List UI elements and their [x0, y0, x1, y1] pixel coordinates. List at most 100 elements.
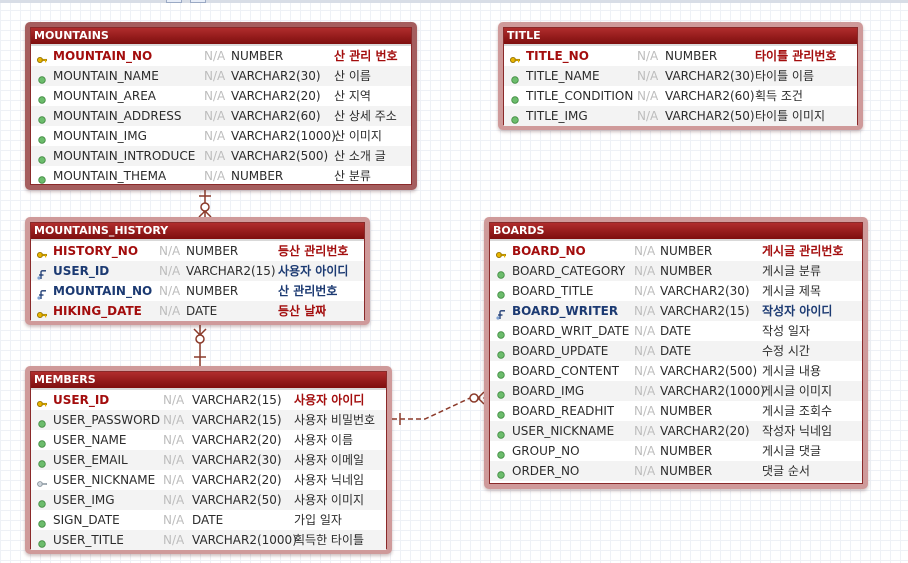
column-name: BOARD_CONTENT	[512, 364, 620, 378]
attribute-dot-icon	[37, 515, 47, 528]
column-comment: 등산 날짜	[278, 304, 327, 318]
column-comment: 게시글 분류	[762, 264, 822, 278]
column-type: VARCHAR2(1000)	[231, 129, 336, 143]
toolbar-button[interactable]	[190, 0, 206, 3]
column-nullability: N/A	[637, 109, 659, 123]
column-type: VARCHAR2(500)	[660, 364, 758, 378]
column-name: BOARD_WRITER	[512, 304, 619, 318]
foreign-key-icon	[37, 266, 47, 280]
column-type: VARCHAR2(15)	[192, 393, 282, 407]
column-nullability: N/A	[159, 304, 181, 318]
entity-title[interactable]: MOUNTAINS	[31, 28, 411, 44]
column-type: NUMBER	[660, 444, 713, 458]
attribute-dot-icon	[37, 171, 47, 184]
relationship-members-history[interactable]	[193, 325, 207, 366]
column-name: SIGN_DATE	[53, 513, 120, 527]
title-divider	[490, 239, 862, 241]
column-comment: 산 분류	[334, 169, 371, 183]
column-nullability: N/A	[163, 513, 185, 527]
column-name: USER_NAME	[53, 433, 127, 447]
title-divider	[31, 44, 411, 46]
entity-title[interactable]: MEMBERS	[31, 372, 386, 388]
column-nullability: N/A	[634, 304, 656, 318]
column-comment: 타이틀 관리번호	[755, 49, 837, 63]
attribute-dot-icon	[510, 111, 520, 124]
column-name: USER_ID	[53, 264, 110, 278]
column-comment: 등산 관리번호	[278, 244, 349, 258]
column-nullability: N/A	[634, 424, 656, 438]
entity-title[interactable]: MOUNTAINS_HISTORY	[31, 223, 364, 239]
column-comment: 산 이름	[334, 69, 371, 83]
entity-title[interactable]: TITLE	[504, 28, 857, 44]
attribute-dot-icon	[496, 326, 506, 339]
relationship-mountains-history[interactable]	[198, 190, 212, 218]
column-nullability: N/A	[204, 129, 226, 143]
column-name: MOUNTAIN_NO	[53, 284, 153, 298]
column-nullability: N/A	[204, 169, 226, 183]
column-name: BOARD_NO	[512, 244, 586, 258]
relationship-members-boards[interactable]	[392, 391, 485, 425]
entity-title[interactable]: BOARDS	[490, 223, 862, 239]
attribute-dot-icon	[496, 426, 506, 439]
column-name: TITLE_IMG	[526, 109, 588, 123]
column-comment: 게시글 제목	[762, 284, 822, 298]
column-comment: 작성자 아이디	[762, 304, 833, 318]
column-nullability: N/A	[204, 49, 226, 63]
column-comment: 게시글 댓글	[762, 444, 822, 458]
column-type: VARCHAR2(20)	[231, 89, 321, 103]
column-nullability: N/A	[159, 264, 181, 278]
toolbar-button[interactable]	[166, 0, 182, 3]
column-name: MOUNTAIN_IMG	[53, 129, 147, 143]
column-name: USER_NICKNAME	[53, 473, 156, 487]
column-type: VARCHAR2(500)	[231, 149, 329, 163]
column-comment: 산 관리번호	[278, 284, 338, 298]
column-name: BOARD_UPDATE	[512, 344, 609, 358]
column-type: VARCHAR2(30)	[665, 69, 755, 83]
column-nullability: N/A	[634, 344, 656, 358]
